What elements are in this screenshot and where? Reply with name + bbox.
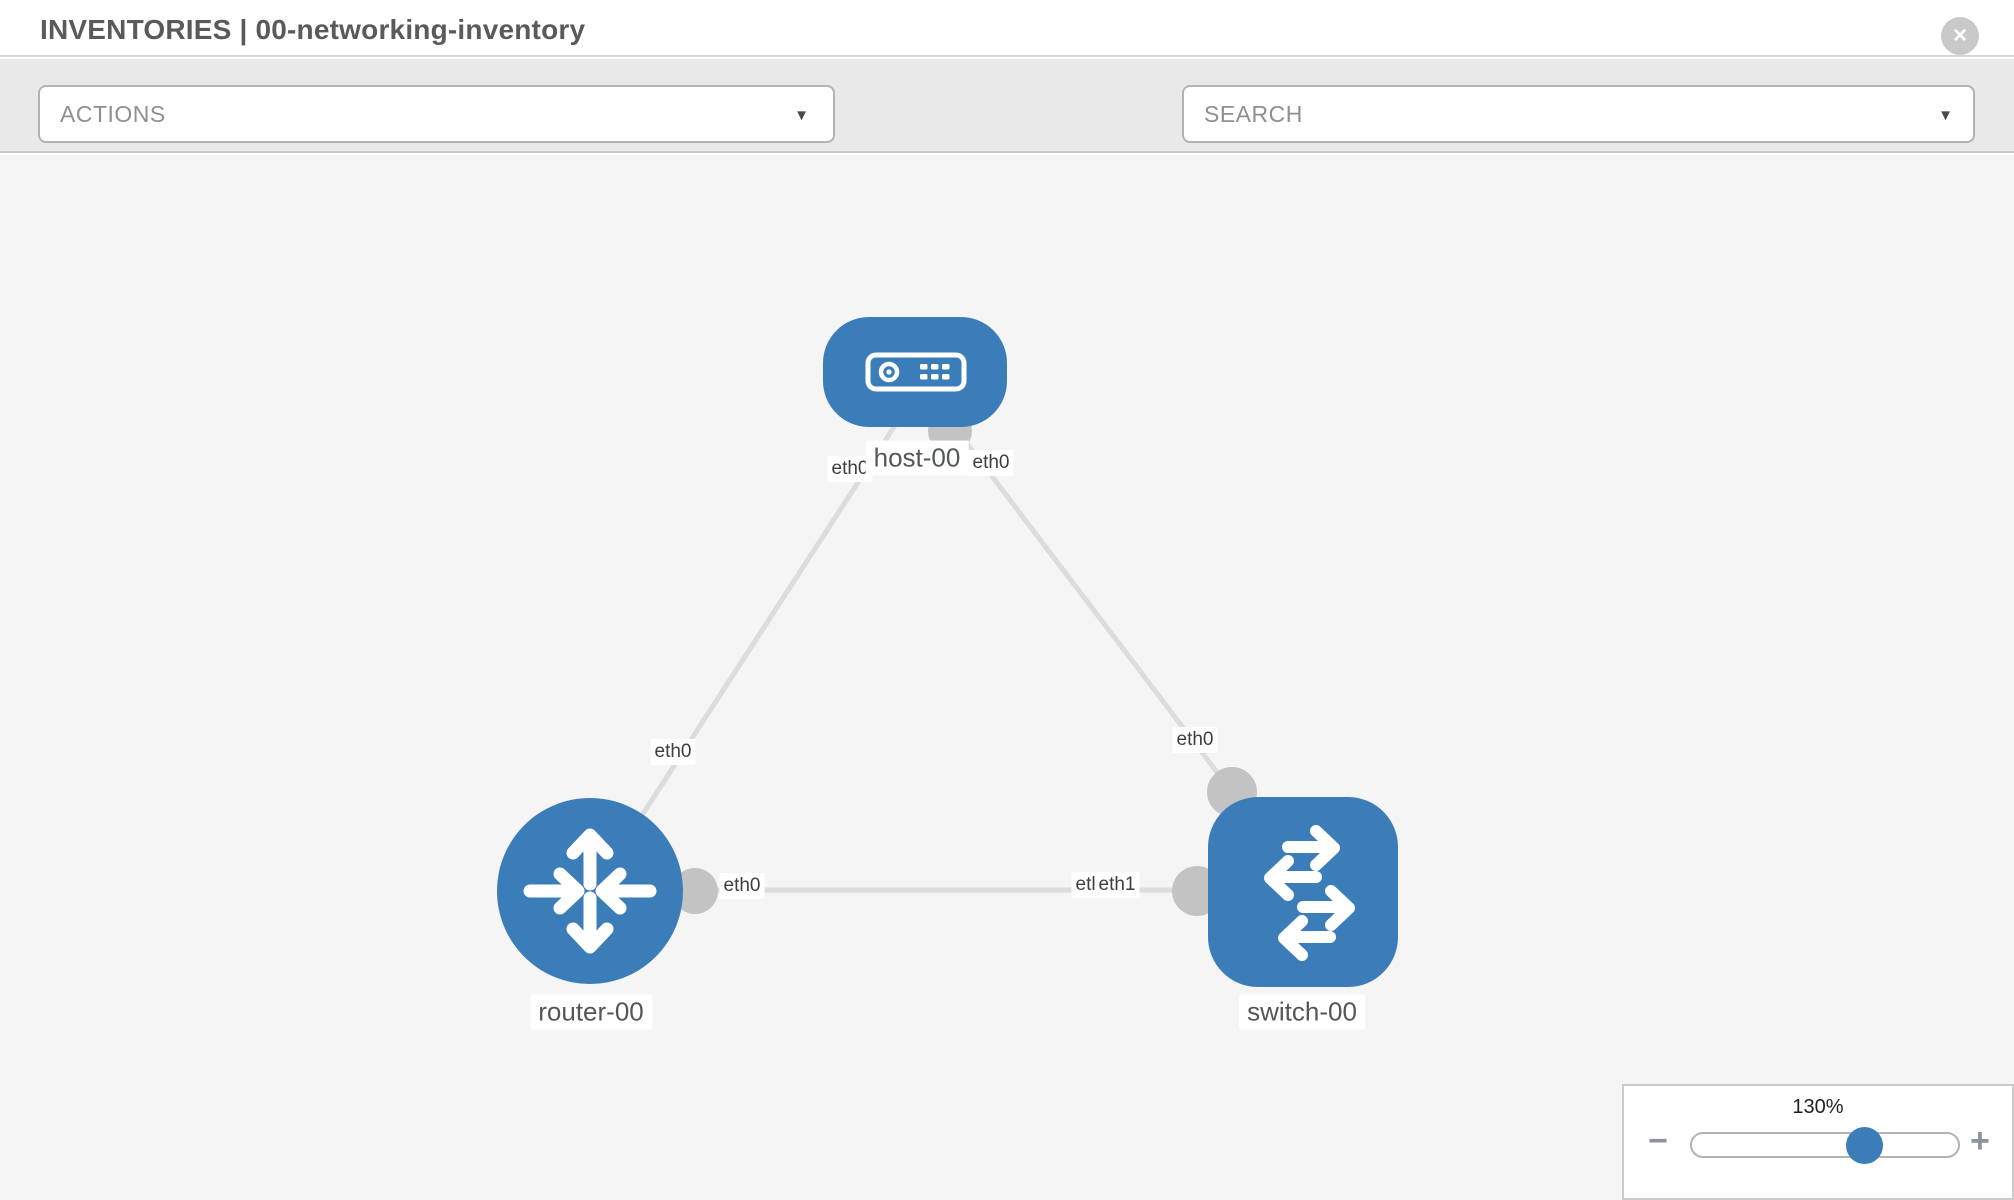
search-dropdown[interactable]: ▼ (1182, 85, 1975, 143)
zoom-panel: 130% − + (1622, 1084, 2014, 1200)
close-icon: × (1952, 22, 1967, 49)
interface-label-host-eth0-left: eth0 (827, 456, 873, 482)
node-switch-00[interactable] (1208, 797, 1398, 987)
page-title: INVENTORIES | 00-networking-inventory (40, 14, 586, 45)
node-router-00[interactable] (497, 798, 683, 984)
node-label-switch-00: switch-00 (1239, 994, 1365, 1030)
node-host-00[interactable] (823, 317, 1007, 427)
connectors-layer (672, 409, 1257, 916)
search-input[interactable] (1184, 87, 1973, 141)
actions-dropdown-label: ACTIONS (60, 100, 166, 127)
interface-label-mid-switch-eth1: eth1 (1094, 872, 1140, 898)
zoom-out-button[interactable]: − (1648, 1124, 1668, 1158)
links-layer (597, 406, 1234, 893)
interface-label-mid-router-eth0: eth0 (719, 873, 765, 899)
close-button[interactable]: × (1941, 17, 1979, 55)
switch-icon (1264, 825, 1355, 961)
zoom-in-button[interactable]: + (1970, 1124, 1990, 1158)
node-label-router-00: router-00 (530, 994, 652, 1030)
header: INVENTORIES | 00-networking-inventory × (0, 0, 2014, 57)
link-host-router[interactable] (597, 408, 908, 882)
zoom-level: 130% (1792, 1096, 1844, 1118)
zoom-slider-handle[interactable] (1846, 1127, 1883, 1164)
interface-label-router-top-eth0: eth0 (650, 739, 696, 765)
router-icon (523, 828, 657, 954)
interface-label-switch-top-eth0: eth0 (1172, 727, 1218, 753)
interface-connector-router[interactable] (672, 868, 718, 914)
node-label-host-00: host-00 (865, 440, 969, 476)
zoom-slider-track[interactable] (1690, 1132, 1960, 1158)
host-icon (865, 352, 967, 392)
minus-icon: − (1648, 1122, 1668, 1160)
plus-icon: + (1970, 1122, 1990, 1160)
interface-label-host-eth0-right: eth0 (968, 450, 1014, 476)
topology-canvas[interactable]: eth0 host-00 eth0 eth0 eth0 eth0 eth0 et… (0, 155, 2014, 1200)
toolbar: ACTIONS ▼ ▼ (0, 59, 2014, 194)
